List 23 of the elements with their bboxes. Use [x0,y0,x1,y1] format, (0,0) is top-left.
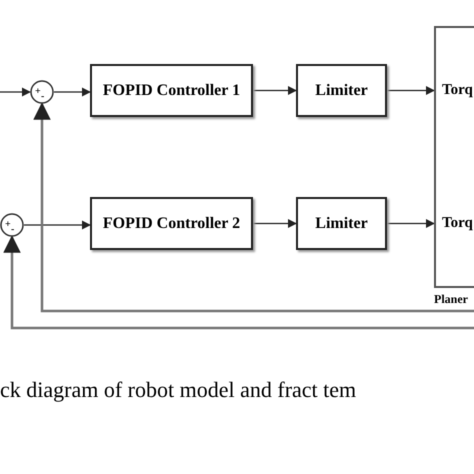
sign-label: + [5,220,11,230]
arrow [0,87,31,97]
arrow [3,235,474,330]
block-title: Planer [434,292,468,307]
arrow [253,218,297,228]
arrow [253,86,297,96]
sign-label: + [35,87,41,97]
block: FOPID Controller 2 [90,197,253,250]
summing-junction [30,80,54,104]
arrow [387,218,435,228]
caption: ck diagram of robot model and fract tem [0,376,358,404]
summing-junction [0,213,24,237]
arrow [387,86,435,96]
arrow [24,220,91,230]
block: FOPID Controller 1 [90,64,253,117]
arrow [54,87,91,97]
port-label: Torq [442,214,473,232]
sign-label: - [11,225,14,235]
port-label: Torq [442,82,473,98]
arrow [33,102,474,312]
sign-label: - [41,92,44,102]
block: Limiter [296,64,387,117]
block: Limiter [296,197,387,250]
